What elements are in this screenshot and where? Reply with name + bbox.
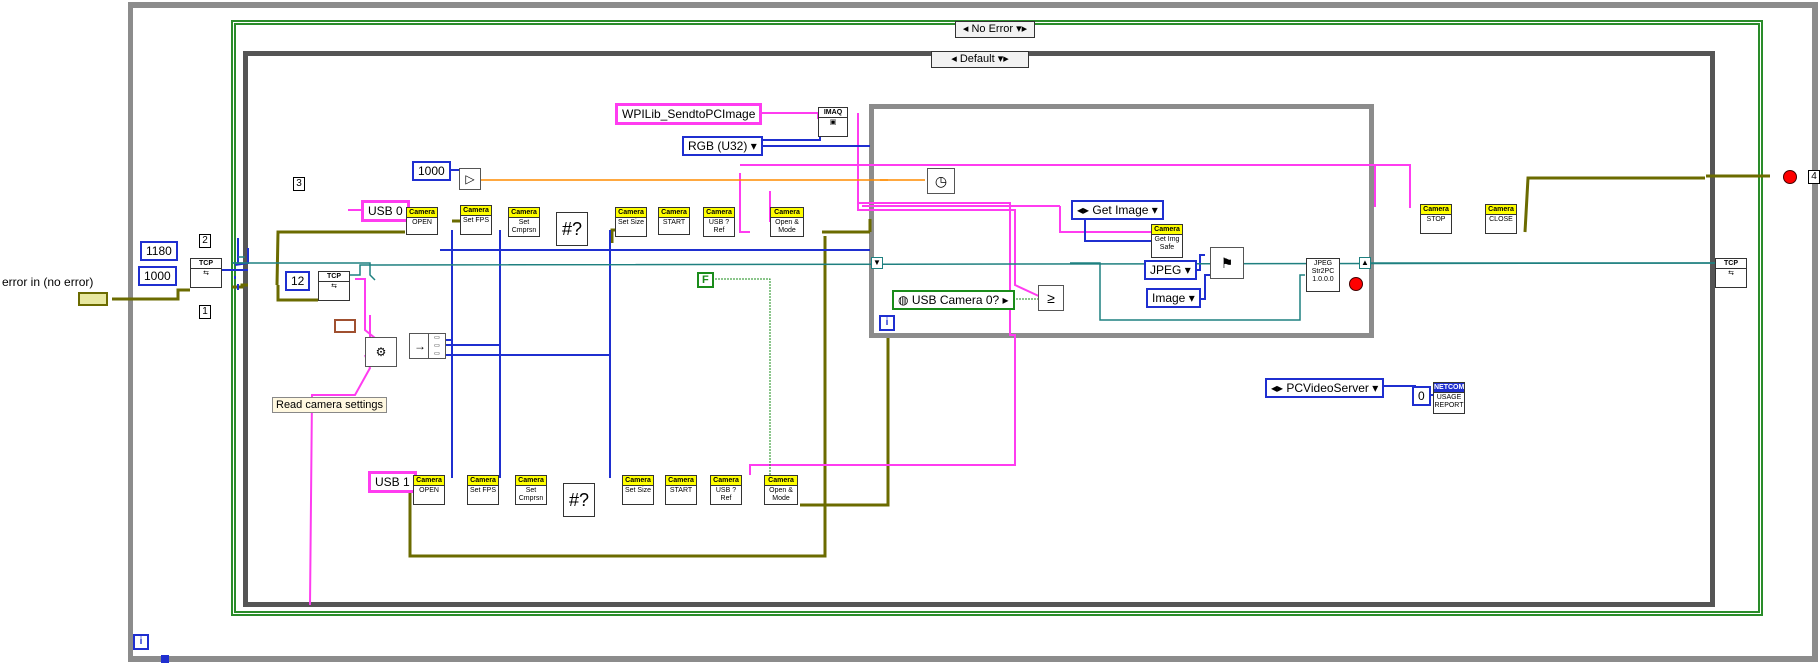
netcomm-usage-report-vi[interactable]: NETCOMMUSAGE REPORT — [1433, 382, 1465, 414]
error-in-terminal[interactable] — [78, 292, 108, 306]
case-prev-icon[interactable]: ◂ — [951, 53, 957, 65]
dropdown-icon[interactable]: ▾ — [1151, 203, 1158, 217]
loop-stop-terminal[interactable] — [161, 655, 169, 663]
pc-video-server-constant[interactable]: ◂▸ PCVideoServer ▾ — [1265, 378, 1385, 398]
get-image-constant[interactable]: ◂▸ Get Image ▾ — [1071, 200, 1164, 220]
dropdown-icon[interactable]: ▾ — [750, 139, 757, 153]
enum-arrow-icon: ◂▸ — [1271, 381, 1284, 395]
dropdown-icon[interactable]: ▾ — [1188, 291, 1195, 305]
select-icon[interactable]: ≥ — [1038, 285, 1064, 311]
network-icon: ⇆ — [203, 270, 209, 277]
network-icon: ⇆ — [331, 283, 337, 290]
usb1-constant[interactable]: USB 1 — [368, 471, 417, 493]
rgb-type-constant[interactable]: RGB (U32) ▾ — [682, 136, 763, 156]
unbundle-icon[interactable]: → — [409, 333, 431, 359]
case-selector-label: No Error — [971, 23, 1014, 35]
comment-read-camera-settings: Read camera settings — [272, 397, 387, 413]
seq-number-2: 2 — [199, 234, 211, 248]
rgb-type-label: RGB (U32) — [688, 139, 748, 153]
imaq-icon: ▣ — [829, 119, 837, 126]
seq-number-1: 1 — [199, 305, 211, 319]
case-selector-inner[interactable]: ◂ Default ▾▸ — [931, 51, 1029, 68]
error-in-label: error in (no error) — [2, 275, 94, 289]
tcp-read-vi[interactable]: TCP ⇆ — [318, 271, 350, 301]
tcp-listen-vi[interactable]: TCP ⇆ — [190, 258, 222, 288]
pc-video-server-label: PCVideoServer — [1286, 381, 1369, 395]
case-dropdown-icon[interactable]: ▾▸ — [997, 53, 1009, 65]
settings-path-icon[interactable] — [334, 319, 356, 333]
seq-number-3: 3 — [293, 177, 305, 191]
dropdown-icon[interactable]: ▸ — [1002, 293, 1009, 307]
while-loop-outer[interactable] — [128, 2, 1818, 662]
seq-number-4: 4 — [1808, 170, 1820, 184]
wait-timer-icon[interactable]: ◷ — [927, 168, 955, 194]
zero-constant[interactable]: 0 — [1412, 386, 1431, 406]
dropdown-icon[interactable]: ▾ — [1184, 263, 1191, 277]
multiply-icon[interactable]: ▷ — [459, 168, 481, 190]
stop-indicator-icon[interactable] — [1783, 170, 1797, 184]
usb0-constant[interactable]: USB 0 — [361, 200, 410, 222]
case-selector-label: Default — [959, 53, 995, 65]
enum-arrow-icon: ◂▸ — [1077, 203, 1090, 217]
jpeg-str2pc-vi[interactable]: JPEG Str2PC 1.0.0.0 — [1306, 258, 1340, 292]
shift-register-left-icon[interactable]: ▼ — [871, 257, 883, 269]
property-node-icon[interactable]: #? — [563, 483, 595, 517]
case-dropdown-icon[interactable]: ▾▸ — [1016, 23, 1028, 35]
image-label: Image — [1152, 291, 1186, 305]
false-constant[interactable]: F — [697, 272, 714, 288]
jpeg-constant[interactable]: JPEG ▾ — [1144, 260, 1197, 280]
get-image-label: Get Image — [1092, 203, 1149, 217]
size-constant[interactable]: 12 — [285, 271, 311, 291]
flatten-icon[interactable]: ⚑ — [1210, 247, 1244, 279]
tcp-close-vi[interactable]: TCP ⇆ — [1715, 258, 1747, 288]
camera-name-constant[interactable]: ◍ USB Camera 0? ▸ — [892, 290, 1015, 310]
port-constant[interactable]: 1180 — [140, 241, 178, 261]
property-node-icon[interactable]: #? — [556, 212, 588, 246]
case-selector-outer[interactable]: ◂ No Error ▾▸ — [955, 21, 1035, 38]
fps-constant[interactable]: 1000 — [412, 161, 451, 181]
imaq-create-vi[interactable]: IMAQ ▣ — [818, 107, 848, 137]
dropdown-icon[interactable]: ▾ — [1372, 381, 1379, 395]
shift-register-right-icon[interactable]: ▲ — [1359, 257, 1371, 269]
globe-icon: ◍ — [898, 293, 912, 307]
read-settings-icon[interactable]: ⚙ — [365, 337, 397, 367]
case-prev-icon[interactable]: ◂ — [962, 23, 969, 35]
inner-loop-iteration: i — [879, 315, 895, 331]
timeout-constant[interactable]: 1000 — [138, 266, 177, 286]
jpeg-label: JPEG — [1150, 263, 1182, 277]
stop-indicator-icon[interactable] — [1349, 277, 1363, 291]
network-icon: ⇆ — [1728, 270, 1734, 277]
loop-iteration-terminal: i — [133, 634, 149, 650]
wpilib-name-constant[interactable]: WPILib_SendtoPCImage — [615, 103, 763, 125]
cluster-unbundle[interactable]: ▭▭▭ — [428, 333, 446, 359]
image-constant[interactable]: Image ▾ — [1146, 288, 1201, 308]
camera-name-label: USB Camera 0? — [911, 293, 1000, 307]
